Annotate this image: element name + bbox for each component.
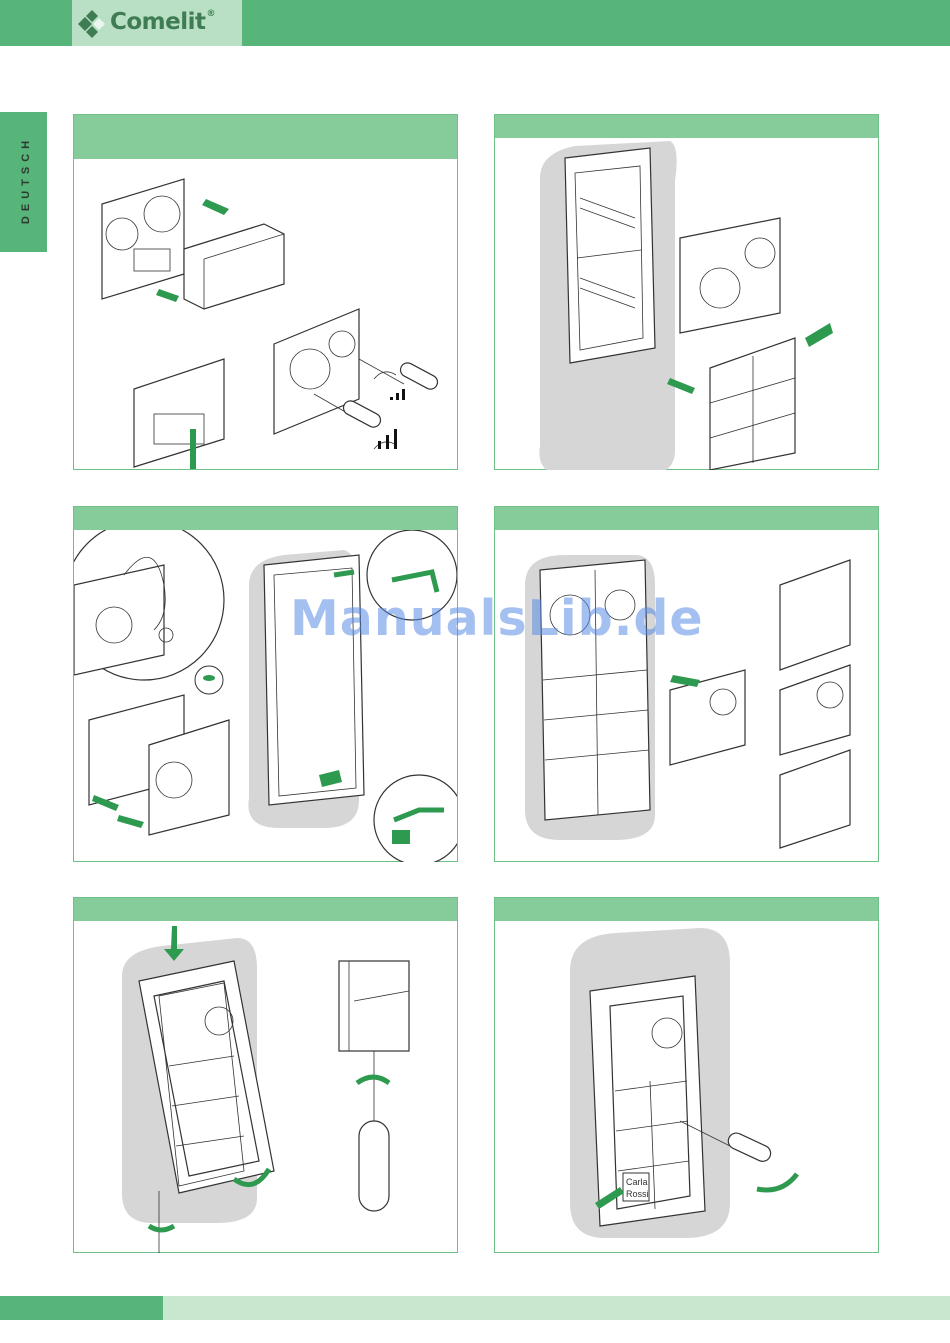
panel-4-header: [495, 507, 878, 530]
module-assembly-illustration-icon: [74, 159, 457, 469]
name-card-insertion-illustration-icon: Carla Rossi: [495, 921, 878, 1253]
illustration-panel-3: [73, 506, 458, 862]
panel-5-header: [74, 898, 457, 921]
cable-connection-illustration-icon: [74, 530, 457, 862]
brand-name: Comelit®: [110, 9, 215, 35]
cover-plate-illustration-icon: [495, 530, 878, 862]
name-card-line-1: Carla: [626, 1177, 648, 1187]
illustration-panel-4: [494, 506, 879, 862]
footer-bar-light: [163, 1296, 950, 1320]
panel-3-header: [74, 507, 457, 530]
frame-mounting-illustration-icon: [495, 138, 878, 470]
language-tab-label: DEUTSCH: [20, 136, 32, 224]
brand-logo: Comelit®: [72, 0, 242, 46]
panel-6-header: [495, 898, 878, 921]
name-card-line-2: Rossi: [626, 1189, 649, 1199]
illustration-panel-5: [73, 897, 458, 1253]
registered-mark: ®: [207, 9, 216, 19]
illustration-panel-1: [73, 114, 458, 470]
frame-closing-illustration-icon: [74, 921, 457, 1253]
illustration-panel-6: Carla Rossi: [494, 897, 879, 1253]
panel-1-header: [74, 115, 457, 159]
panel-2-header: [495, 115, 878, 138]
illustration-panel-2: [494, 114, 879, 470]
footer-bar-dark: [0, 1296, 163, 1320]
comelit-logo-icon: [76, 10, 108, 38]
